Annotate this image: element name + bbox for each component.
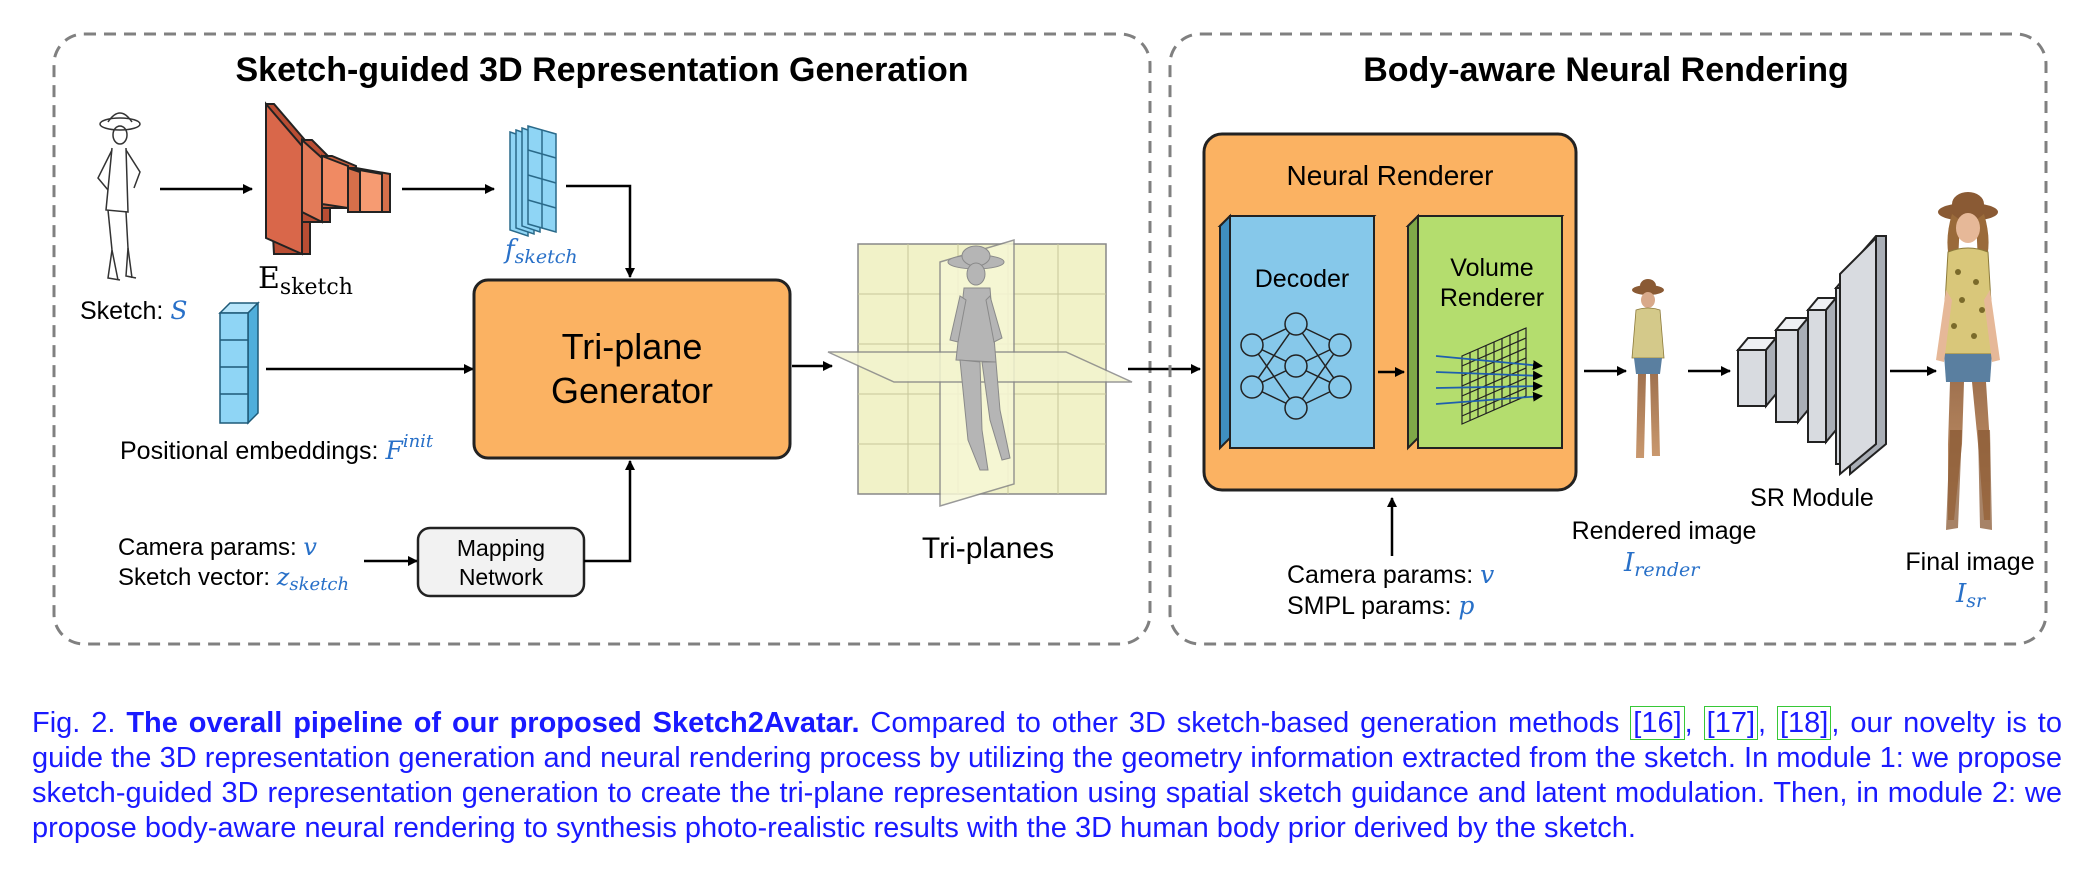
triplanes-visual bbox=[827, 238, 1133, 508]
arrow-feature-to-generator bbox=[566, 184, 635, 278]
final-image-label: Final image bbox=[1905, 548, 2034, 576]
smpl-params-label: SMPL params: p bbox=[1287, 591, 1474, 620]
rendered-image-label: Rendered image bbox=[1572, 517, 1757, 545]
rendered-image bbox=[1631, 279, 1665, 458]
encoder-network bbox=[264, 101, 391, 256]
triplane-generator-label-line1: Tri-plane bbox=[562, 326, 703, 367]
sr-module-label: SR Module bbox=[1750, 484, 1874, 512]
feature-label: fsketch bbox=[503, 235, 578, 268]
module1-title: Sketch-guided 3D Representation Generati… bbox=[235, 51, 968, 89]
caption-ref-17-link[interactable]: [17] bbox=[1703, 706, 1759, 740]
pipeline-diagram: Sketch-guided 3D Representation Generati… bbox=[52, 32, 2048, 646]
decoder-neural-net-icon bbox=[1240, 312, 1352, 420]
volume-rays-icon bbox=[1435, 355, 1543, 405]
rendered-image-symbol: Irender bbox=[1623, 548, 1701, 581]
module2-title: Body-aware Neural Rendering bbox=[1363, 51, 1849, 89]
positional-embedding-cubes bbox=[218, 301, 260, 425]
final-image-symbol: Isr bbox=[1955, 579, 1987, 612]
module2-dashed-box bbox=[1168, 32, 2048, 646]
sr-module-network bbox=[1735, 235, 1887, 477]
mapping-network-label-line2: Network bbox=[459, 564, 544, 590]
encoder-label: Esketch bbox=[258, 261, 353, 300]
caption-fig-number: Fig. 2. bbox=[32, 707, 127, 739]
positional-embedding-label: Positional embeddings: Finit bbox=[120, 431, 434, 465]
decoder-label: Decoder bbox=[1255, 265, 1350, 293]
input-sketch-drawing bbox=[97, 112, 141, 281]
mapping-network-label-line1: Mapping bbox=[457, 535, 545, 561]
triplanes-label: Tri-planes bbox=[922, 532, 1054, 565]
triplane-generator-box bbox=[472, 278, 792, 460]
volume-renderer-block bbox=[1405, 213, 1565, 451]
module2-camera-label: Camera params: v bbox=[1287, 560, 1494, 589]
sketch-vector-label: Sketch vector: zsketch bbox=[118, 563, 349, 595]
volume-renderer-label-line1: Volume bbox=[1450, 254, 1533, 282]
final-image bbox=[1936, 192, 2000, 530]
caption-ref-18-link[interactable]: [18] bbox=[1776, 706, 1832, 740]
figure-caption: Fig. 2. The overall pipeline of our prop… bbox=[32, 706, 2062, 846]
caption-ref-16-link[interactable]: [16] bbox=[1630, 706, 1685, 740]
caption-text-2: , our novelty is to guide the 3D represe… bbox=[32, 707, 2062, 844]
arrow-mapping-to-generator bbox=[584, 460, 635, 563]
volume-renderer-label-line2: Renderer bbox=[1440, 284, 1544, 312]
sketch-label: Sketch: S bbox=[80, 296, 187, 325]
neural-renderer-title: Neural Renderer bbox=[1287, 160, 1494, 191]
caption-title: The overall pipeline of our proposed Ske… bbox=[126, 707, 860, 739]
caption-separator-1: , bbox=[1684, 707, 1704, 739]
caption-text-1: Compared to other 3D sketch-based genera… bbox=[859, 707, 1631, 739]
module1-camera-label: Camera params: v bbox=[118, 533, 317, 561]
triplane-generator-label-line2: Generator bbox=[551, 370, 713, 411]
sketch-feature-planes bbox=[509, 125, 557, 238]
caption-separator-2: , bbox=[1758, 707, 1777, 739]
